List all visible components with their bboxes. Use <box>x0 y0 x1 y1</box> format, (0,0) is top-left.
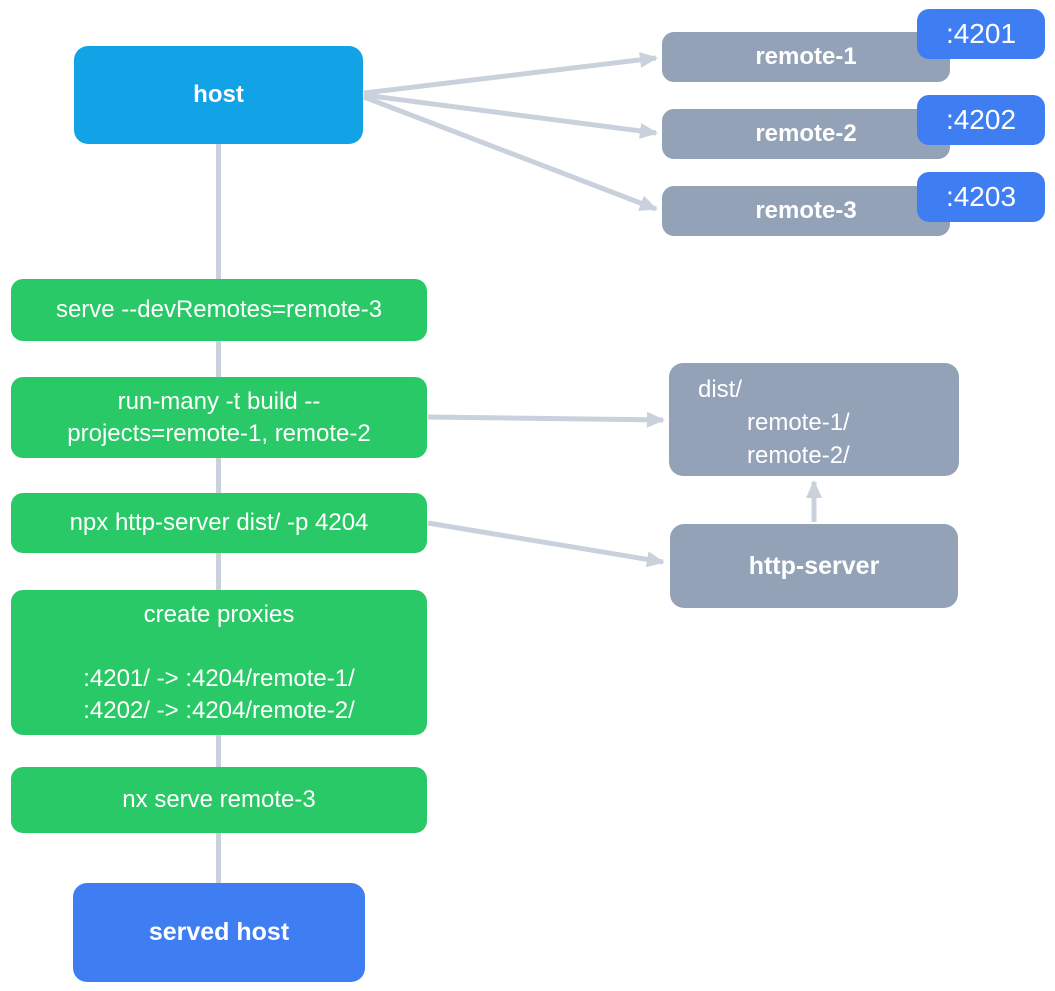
dist-line: remote-1/ <box>747 409 850 436</box>
command-text: npx http-server dist/ -p 4204 <box>69 509 369 536</box>
served-host-label: served host <box>148 918 290 946</box>
remote-3-node: remote-3 <box>662 186 950 236</box>
remote-1-row: :4201 remote-1 <box>662 9 1045 82</box>
port-badge-4203: :4203 <box>917 172 1045 222</box>
edge-host-to-remote-1 <box>363 51 658 96</box>
command-text: nx serve remote-3 <box>122 786 316 813</box>
port-label: :4201 <box>945 18 1017 49</box>
edge-npx-to-http-server <box>427 520 665 568</box>
remote-1-node: remote-1 <box>662 32 950 82</box>
http-server-node: http-server <box>670 524 958 608</box>
command-text: run-many -t build -- <box>117 387 321 415</box>
remote-2-node: remote-2 <box>662 109 950 159</box>
command-text: create proxies <box>143 600 295 628</box>
port-badge-4202: :4202 <box>917 95 1045 145</box>
port-badge-4201: :4201 <box>917 9 1045 59</box>
remote-label: remote-3 <box>755 197 857 224</box>
command-create-proxies: create proxies :4201/ -> :4204/remote-1/… <box>11 590 427 735</box>
dist-line: dist/ <box>698 376 743 403</box>
host-node: host <box>74 46 363 144</box>
command-text: serve --devRemotes=remote-3 <box>55 296 383 323</box>
dist-folder-node: dist/ remote-1/ remote-2/ <box>669 363 959 476</box>
remote-3-row: :4203 remote-3 <box>662 172 1045 236</box>
remote-2-row: :4202 remote-2 <box>662 95 1045 159</box>
edge-host-to-remote-2 <box>363 92 658 139</box>
port-label: :4202 <box>945 104 1017 135</box>
command-nx-serve-remote-3: nx serve remote-3 <box>11 767 427 833</box>
command-text: :4201/ -> :4204/remote-1/ <box>83 664 355 692</box>
edge-host-to-remote-3 <box>363 94 658 212</box>
dist-line: remote-2/ <box>747 442 850 469</box>
command-text: :4202/ -> :4204/remote-2/ <box>83 696 355 724</box>
command-serve-dev-remotes: serve --devRemotes=remote-3 <box>11 279 427 341</box>
command-npx-http-server: npx http-server dist/ -p 4204 <box>11 493 427 553</box>
edge-build-to-dist <box>427 411 665 428</box>
served-host-node: served host <box>73 883 365 982</box>
command-run-many-build: run-many -t build -- projects=remote-1, … <box>11 377 427 458</box>
http-server-label: http-server <box>748 551 880 580</box>
remote-label: remote-2 <box>755 120 857 147</box>
command-text: projects=remote-1, remote-2 <box>67 419 371 447</box>
host-label: host <box>193 81 244 108</box>
remote-label: remote-1 <box>755 43 857 70</box>
port-label: :4203 <box>945 181 1017 212</box>
